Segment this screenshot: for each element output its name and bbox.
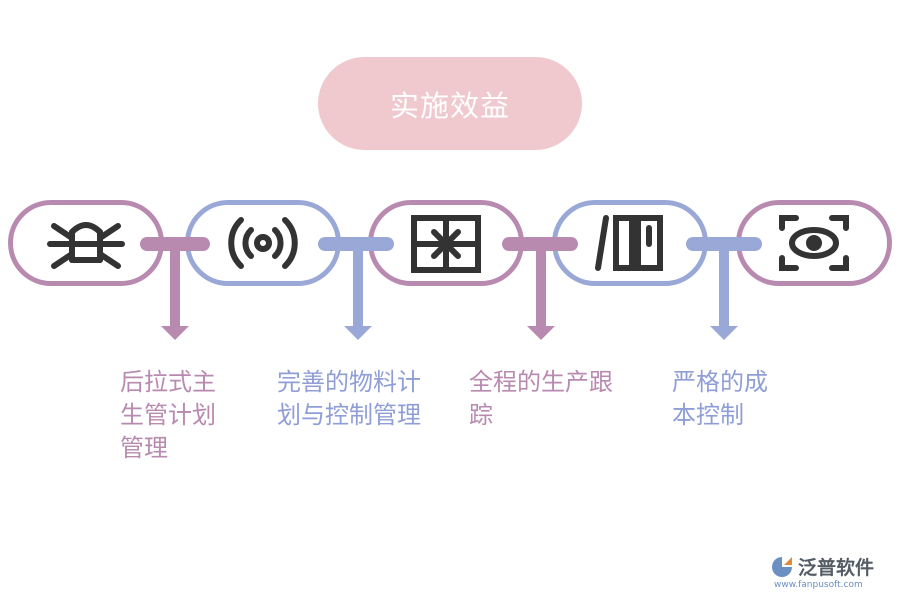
step-3-label-line: 全程的生产跟 [469, 368, 613, 396]
connector-3 [502, 237, 578, 251]
arrow-2-stem [353, 251, 363, 329]
step-1-label-line: 生管计划 [120, 401, 216, 429]
broadcast-icon [228, 217, 298, 269]
arrow-3-stem [536, 251, 546, 329]
columns-icon [595, 215, 663, 271]
title-pill: 实施效益 [318, 57, 582, 150]
step-4-label: 严格的成 本控制 [672, 366, 768, 432]
step-5-pill [736, 200, 892, 286]
arrow-1-head [161, 326, 189, 340]
step-3-label-line: 踪 [469, 401, 493, 429]
step-1-label: 后拉式主 生管计划 管理 [120, 366, 216, 465]
step-2-label: 完善的物料计 划与控制管理 [277, 366, 421, 432]
focus-frame-icon [779, 215, 849, 271]
gift-box-icon [411, 215, 481, 273]
step-2-pill [185, 200, 341, 286]
brand-logo: 泛普软件 www.fanpusoft.com [770, 553, 874, 590]
connector-1 [140, 237, 210, 251]
connector-2 [318, 237, 394, 251]
arrow-2-head [344, 326, 372, 340]
arrow-3-head [527, 326, 555, 340]
step-2-label-line: 完善的物料计 [277, 368, 421, 396]
arrow-4-stem [719, 251, 729, 329]
step-1-label-line: 管理 [120, 434, 168, 462]
logo-name: 泛普软件 [798, 557, 875, 579]
step-3-pill [368, 200, 524, 286]
step-2-label-line: 划与控制管理 [277, 401, 421, 429]
step-4-label-line: 严格的成 [672, 368, 768, 396]
logo-url: www.fanpusoft.com [774, 580, 863, 590]
step-1-pill [8, 200, 164, 286]
step-4-label-line: 本控制 [672, 401, 744, 429]
fanpu-logo-icon [772, 556, 792, 577]
arrow-1-stem [170, 251, 180, 329]
connector-4 [686, 237, 762, 251]
arrow-4-head [710, 326, 738, 340]
step-3-label: 全程的生产跟 踪 [469, 366, 613, 432]
bug-icon [47, 222, 125, 269]
title-text: 实施效益 [389, 88, 510, 123]
step-1-label-line: 后拉式主 [120, 368, 216, 396]
